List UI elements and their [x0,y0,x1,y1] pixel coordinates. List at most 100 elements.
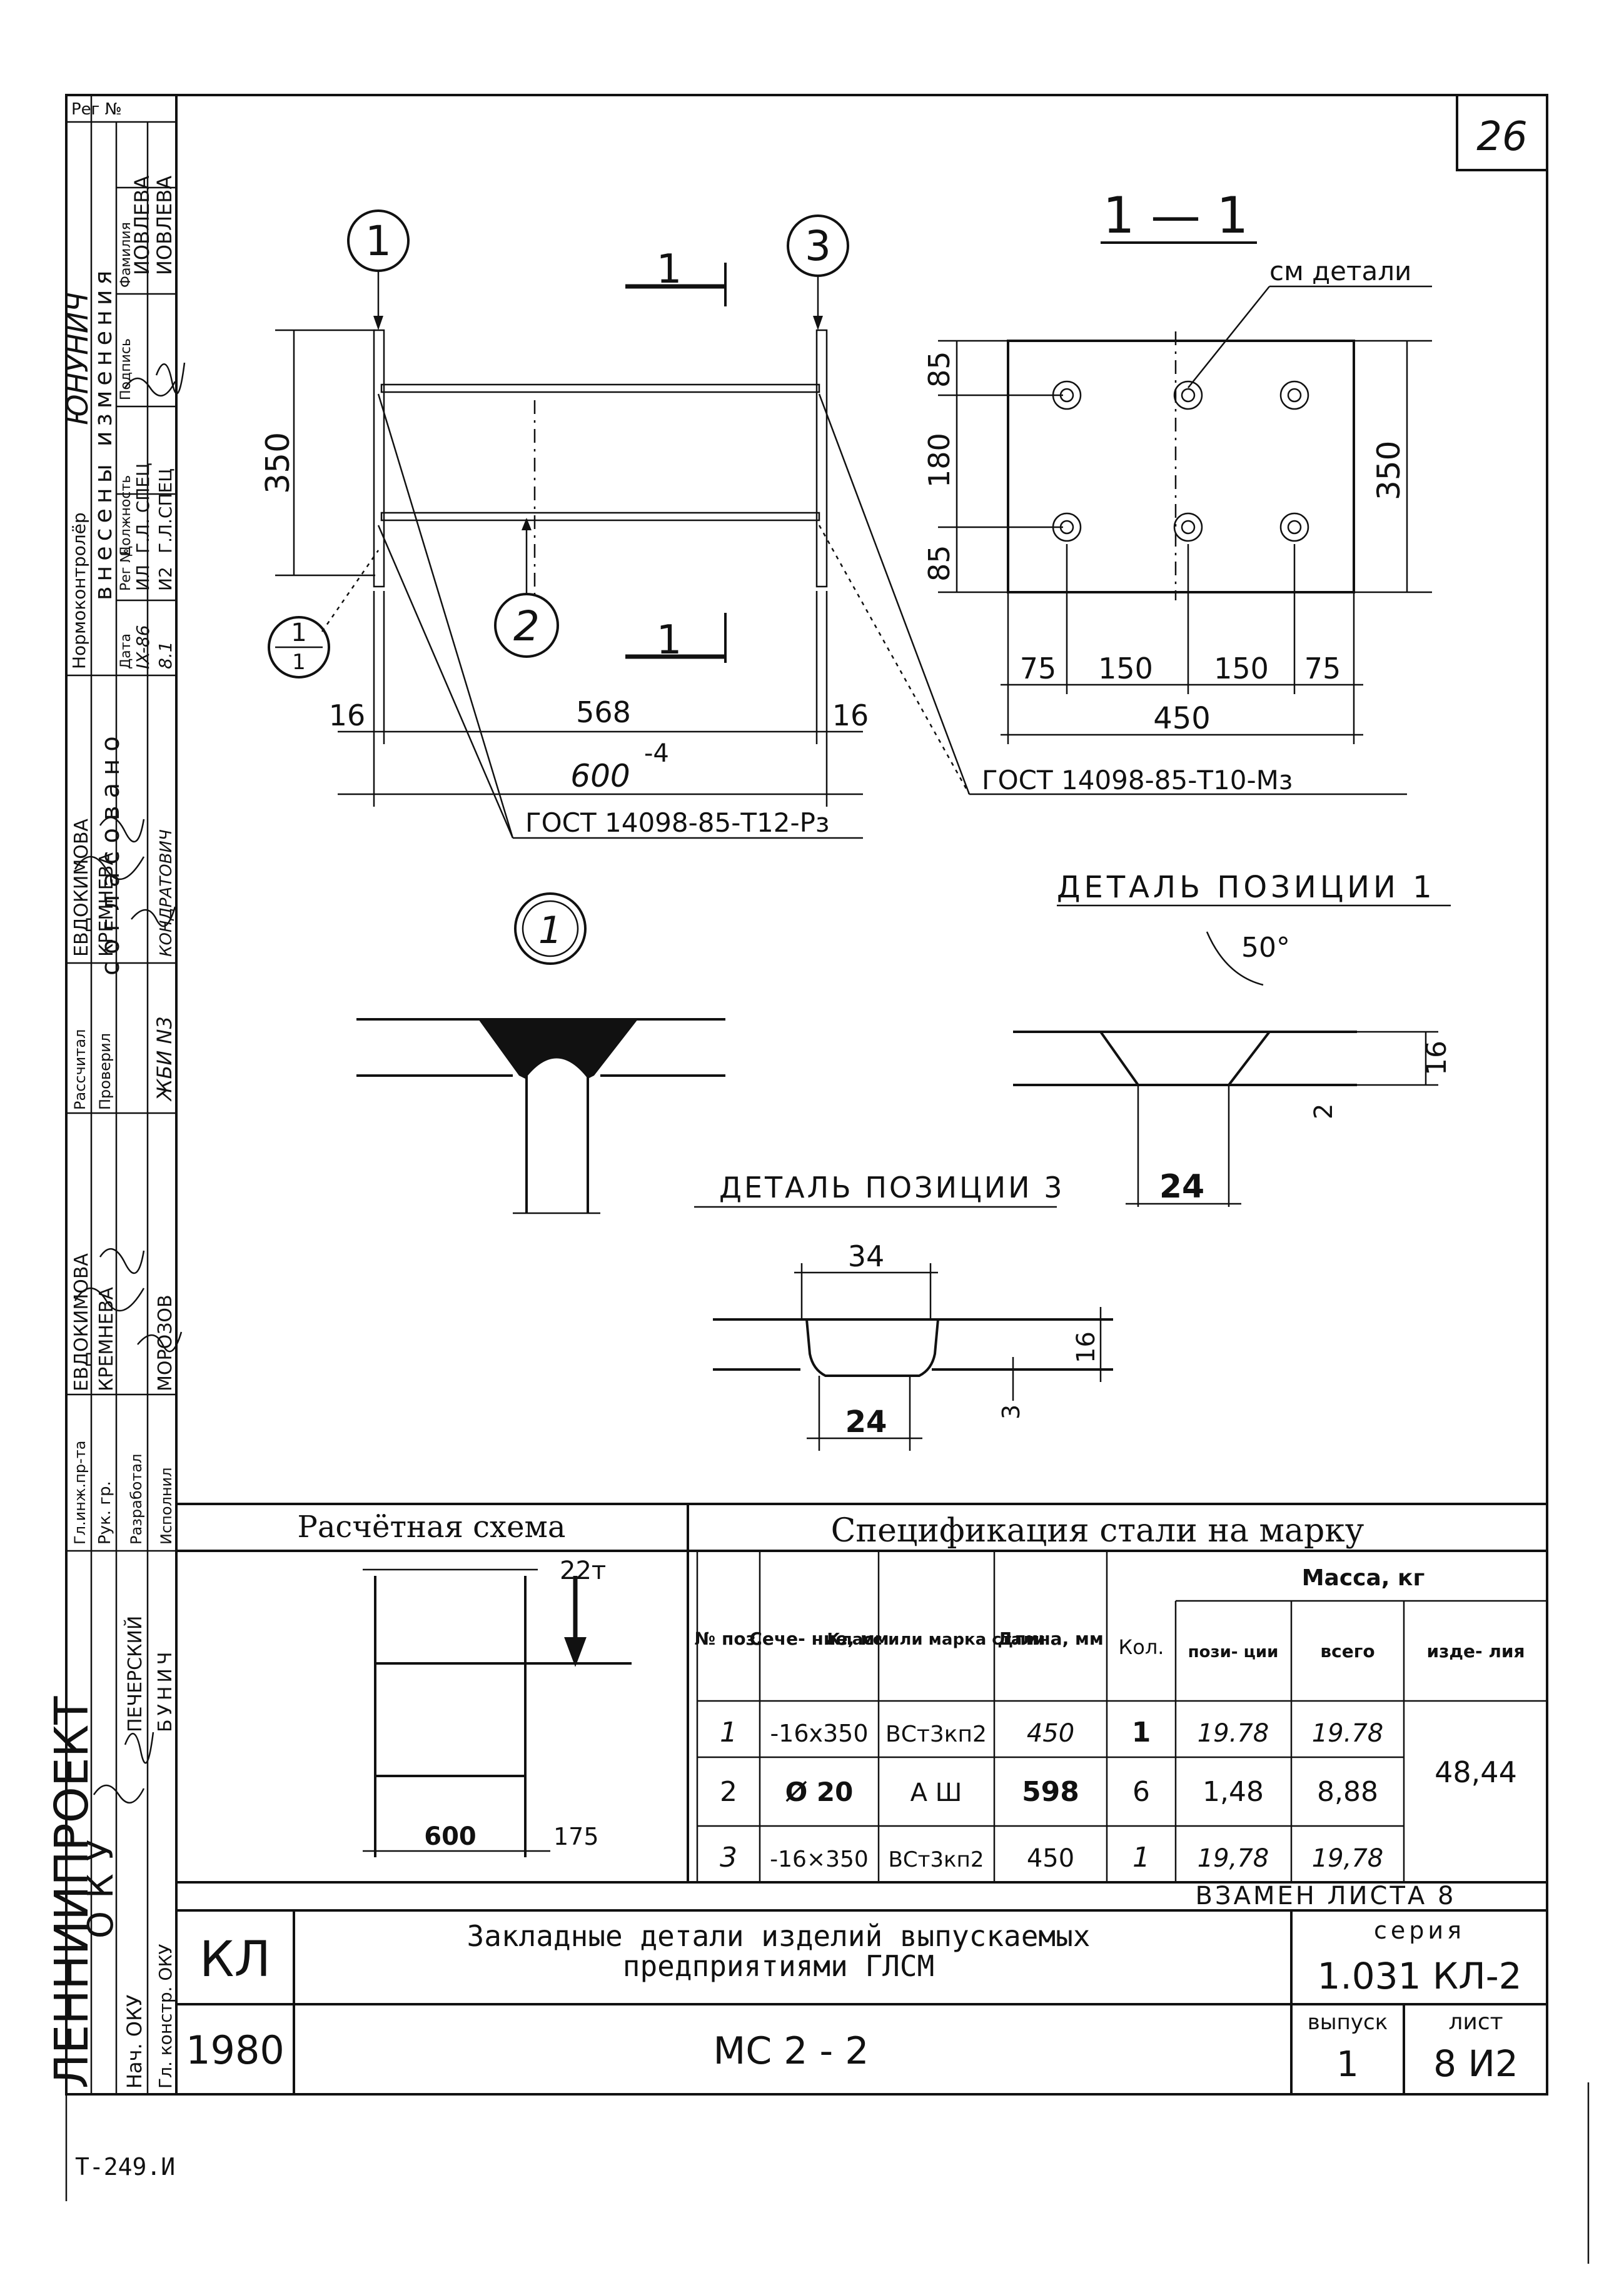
spec-r3-qty: 1 [1132,1842,1150,1874]
dim-350-label: 350 [260,432,297,494]
changes-header: внесены изменения [89,266,117,600]
section-holes [1052,380,1309,542]
spec-table-grid [696,1551,1547,1882]
spec-r3-mass-pos: 19,78 [1198,1844,1269,1873]
section-title: 1 — 1 [1103,186,1249,245]
col-signature: Подпись [118,338,134,400]
role-developed: Разработал [128,1454,145,1545]
section-dims [938,340,1432,744]
dim-16-left: 16 [329,699,366,732]
callout-2-label: 2 [513,602,540,650]
dim-85-top: 85 [922,351,956,388]
spec-h-qty: Кол. [1119,1635,1164,1659]
section-mark-top: 1 [657,246,682,293]
spec-r3-section: -16×350 [770,1847,869,1872]
role-chief-designer: Гл. констр. ОКУ [155,1944,176,2089]
sheet-value: 8 И2 [1433,2042,1518,2085]
detail-pos3-shape [713,1263,1113,1451]
weld-mark-bottom: 1 [292,650,306,675]
issue-label: выпуск [1308,2010,1388,2035]
dim-350-vertical [275,329,375,577]
gost-right: ГОСТ 14098-85-Т10-Мз [982,765,1293,795]
dim-75-right: 75 [1304,652,1341,685]
spec-r2-section: Ø 20 [785,1777,854,1807]
calc-scheme-span: 600 [424,1822,477,1851]
spec-h-pos: № поз. [695,1628,763,1649]
role-executed: Исполнил [158,1468,175,1545]
dim-150-left: 150 [1098,652,1153,685]
row2-surname: ИОВЛЕВА [153,176,176,275]
callout-3-label: 3 [805,222,831,270]
detail-pos3-dim34: 34 [848,1239,885,1273]
replace-note: ВЗАМЕН ЛИСТА 8 [1196,1882,1456,1910]
spec-r2-qty: 6 [1132,1776,1150,1808]
section-mark-bottom: 1 [657,617,682,663]
detail-1-weld [356,1018,725,1214]
front-view [373,263,828,663]
spec-r1-pos: 1 [720,1717,737,1748]
role-chief-engineer: Гл.инж.пр-та [71,1441,89,1545]
spec-h-length: Длина, мм [997,1628,1103,1649]
col-date: Дата [118,633,134,669]
signature-marks [74,362,186,1804]
reg-number-label: Рег № [71,100,122,119]
detail-pos1-dim24: 24 [1159,1168,1204,1206]
see-details: см детали [1269,256,1411,286]
registration-strip [66,95,176,2096]
row2-position: Г.Л.СПЕЦ [155,468,176,553]
spec-r1-section: -16x350 [770,1720,868,1747]
calculated-label: Рассчитал [71,1029,89,1110]
spec-r2-mass-pos: 1,48 [1203,1776,1264,1808]
spec-h-mass: Масса, кг [1302,1565,1425,1591]
sheet-frame [65,94,1590,2264]
role-oku-head: Нач. ОКУ [123,1995,146,2089]
issue-value: 1 [1336,2044,1359,2085]
row1-date: IX-86 [133,625,153,669]
dim-600-tol: -4 [644,739,669,768]
spec-h-mass-total: всего [1320,1641,1374,1662]
gost-left: ГОСТ 14098-85-Т12-Рз [525,807,829,838]
detail-1-callout [514,892,587,965]
weld-mark-top: 1 [291,618,306,647]
names2-2: КРЕМНЕВА [96,1287,118,1391]
checked-label: Проверил [96,1033,114,1110]
spec-h-mass-pos: пози- ции [1188,1643,1279,1662]
oku-label: ОКУ [81,1827,121,1939]
dim-180: 180 [922,433,956,488]
footer-code: Т-249.И [75,2153,175,2181]
norm-control-label: Нормоконтролёр [69,512,89,669]
spec-r3-pos: 3 [720,1842,737,1874]
row1-surname: ИОВЛЕВА [130,176,154,275]
callout-1-label: 1 [365,217,391,265]
surname-top: ЮНУНИЧ [61,292,94,425]
title-line-2: предприятиями ГЛСМ [623,1949,935,1983]
dim-450: 450 [1153,701,1211,736]
doc-code: КЛ [199,1932,271,1988]
detail-pos1-dim2: 2 [1309,1104,1338,1119]
gost-leaders [377,393,1407,839]
detail-pos1-shape [1013,931,1438,1207]
dim-85-bottom: 85 [922,545,956,582]
col-position: Должность [118,475,134,557]
agreed-label: согласовано [96,729,125,976]
title-line-1: Закладные детали изделий выпускаемых [467,1919,1091,1953]
row2-regno: И2 [155,567,176,591]
title-block-grid [176,1909,1547,2094]
detail-pos3-dim16: 16 [1072,1331,1101,1363]
mark: МС 2 - 2 [714,2029,869,2073]
spec-r2-pos: 2 [720,1776,737,1808]
spec-h-mass-item: изде- лия [1427,1641,1525,1662]
dim-16-right: 16 [832,699,869,732]
calc-scheme-dim175: 175 [553,1823,599,1850]
spec-title: Спецификация стали на марку [831,1512,1364,1550]
name-bunich: БУНИЧ [154,1648,176,1732]
spec-r2-length: 598 [1022,1776,1079,1808]
detail-pos3-dim24: 24 [845,1405,887,1440]
spec-r1-length: 450 [1027,1719,1074,1748]
detail-1-callout-label: 1 [538,909,562,952]
callout-3 [787,214,849,330]
detail-pos1-dim16: 16 [1421,1041,1453,1076]
spec-h-section: Сече- ние, мм [749,1628,889,1649]
spec-h-grade: Класс или марка стали [827,1630,1045,1649]
